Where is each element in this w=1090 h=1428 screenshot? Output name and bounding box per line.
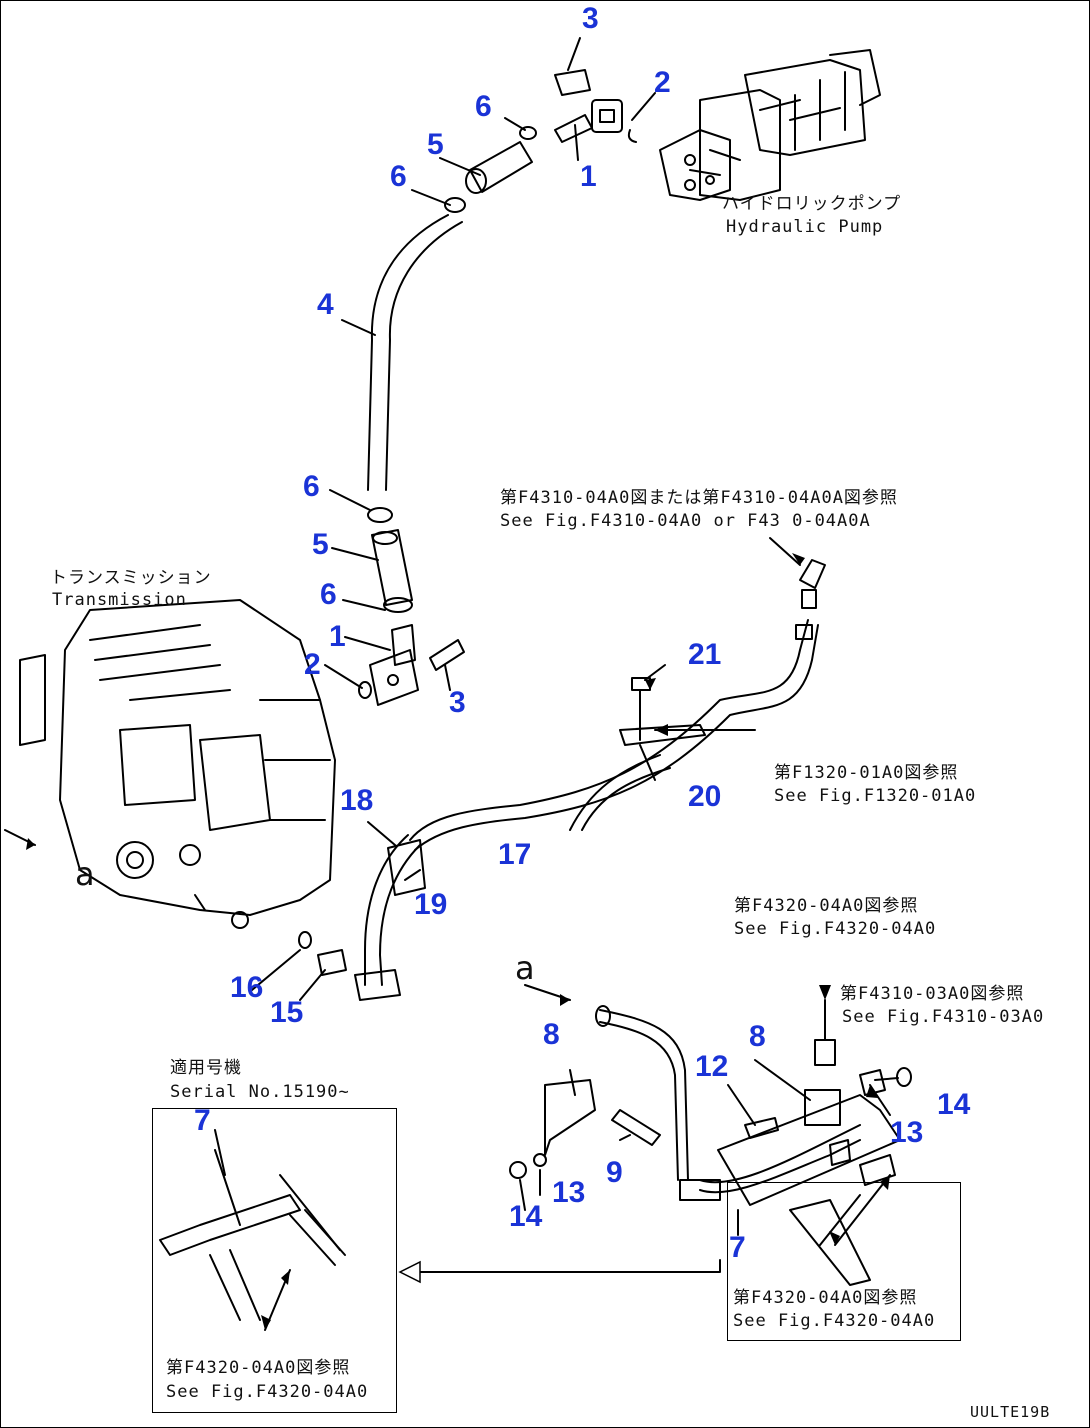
transmission-illustration [19,599,336,929]
serial-inset-box [152,1108,397,1413]
callout-5-mid: 5 [312,528,329,561]
callout-2-mid: 2 [304,648,321,681]
callout-14-right: 14 [937,1088,971,1121]
ref-f4320-bottom-en: See Fig.F4320-04A0 [733,1311,936,1331]
ref-f4310-top-en: See Fig.F4310-04A0 or F43 0-04A0A [500,511,871,531]
pump-label-jp: ハイドロリックポンプ [722,194,902,214]
ref-f4310-top-jp: 第F4310-04A0図または第F4310-04A0A図参照 [500,488,898,508]
callout-15: 15 [270,996,304,1029]
callout-13-left: 13 [552,1176,586,1209]
section-letter-a-right: a [515,949,535,987]
callout-1-mid: 1 [329,620,346,653]
ref-f4310-03-en: See Fig.F4310-03A0 [842,1007,1045,1027]
callout-2-top: 2 [654,66,671,99]
callout-13-right: 13 [890,1116,924,1149]
callout-14-left: 14 [509,1200,543,1233]
callout-20: 20 [688,780,722,813]
callout-19: 19 [414,888,448,921]
ref-f4320-top-en: See Fig.F4320-04A0 [734,919,937,939]
callout-1-top: 1 [580,160,597,193]
hydraulic-pump-illustration [659,49,881,201]
section-letter-a-left: a [75,855,95,893]
drawing-code: UULTE19B [970,1403,1051,1421]
ref-f4320-inset-en: See Fig.F4320-04A0 [166,1382,369,1402]
callout-9: 9 [606,1156,623,1189]
callout-21: 21 [688,638,722,671]
callout-18: 18 [340,784,374,817]
callout-6-d: 6 [320,578,337,611]
serial-label-jp: 適用号機 [170,1058,242,1078]
callout-3-top: 3 [582,2,599,35]
serial-label-en: Serial No.15190~ [170,1082,350,1102]
callout-5-top: 5 [427,128,444,161]
ref-f1320-en: See Fig.F1320-01A0 [774,786,977,806]
pump-label-en: Hydraulic Pump [726,217,884,237]
callout-3-mid: 3 [449,686,466,719]
transmission-label-jp: トランスミッション [50,568,212,588]
callout-8-left: 8 [543,1018,560,1051]
ref-f4320-inset-jp: 第F4320-04A0図参照 [166,1358,351,1378]
callout-8-right: 8 [749,1020,766,1053]
callout-12: 12 [695,1050,729,1083]
callout-17: 17 [498,838,532,871]
callout-6-c: 6 [303,470,320,503]
callout-6-a: 6 [475,90,492,123]
ref-f4320-bottom-jp: 第F4320-04A0図参照 [733,1288,918,1308]
callout-7-inset: 7 [194,1104,211,1137]
ref-f1320-jp: 第F1320-01A0図参照 [774,763,959,783]
ref-f4320-top-jp: 第F4320-04A0図参照 [734,896,919,916]
callout-16: 16 [230,971,264,1004]
transmission-label-en: Transmission [52,590,187,610]
bottom-reference-box [727,1182,961,1341]
callout-7-main: 7 [729,1231,746,1264]
callout-6-b: 6 [390,160,407,193]
callout-4: 4 [317,288,334,321]
ref-f4310-03-jp: 第F4310-03A0図参照 [840,984,1025,1004]
